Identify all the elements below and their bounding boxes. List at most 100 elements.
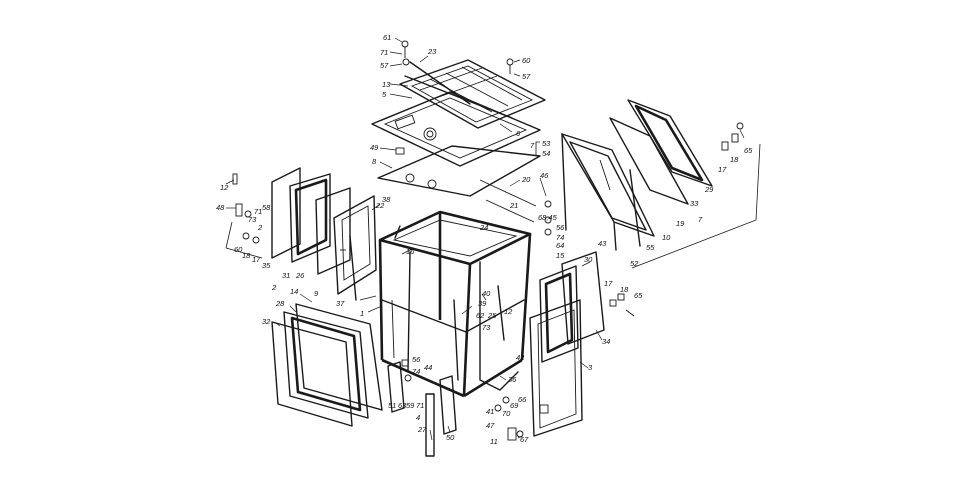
part-label: 59 xyxy=(406,401,415,410)
part-label: 34 xyxy=(602,337,610,346)
part-label: 40 xyxy=(482,289,491,298)
part-label: 56 xyxy=(556,223,565,232)
part-label: 46 xyxy=(540,171,549,180)
part-label: 11 xyxy=(490,437,498,446)
part-label: 36 xyxy=(508,375,517,384)
part-label: 37 xyxy=(336,299,345,308)
part-label: 63 xyxy=(398,401,407,410)
left-door xyxy=(333,195,377,295)
part-label: 14 xyxy=(290,287,298,296)
part-label: 44 xyxy=(424,363,432,372)
part-label: 55 xyxy=(646,243,655,252)
part-label: 71 xyxy=(416,401,424,410)
part-label: 73 xyxy=(248,215,257,224)
part-label: 62 xyxy=(476,311,485,320)
rear-post xyxy=(439,375,457,435)
part-label: 17 xyxy=(718,165,727,174)
part-label: 51 xyxy=(388,401,396,410)
part-label: 48 xyxy=(216,203,225,212)
part-label: 33 xyxy=(690,199,699,208)
part-label: 8 xyxy=(372,157,377,166)
part-label: 41 xyxy=(486,407,494,416)
part-label: 31 xyxy=(282,271,290,280)
part-label: 28 xyxy=(275,299,285,308)
right-bracket-group xyxy=(225,141,761,269)
part-label: 53 xyxy=(542,139,551,148)
leader-lines xyxy=(225,37,745,441)
part-label: 1 xyxy=(360,309,364,318)
part-label: 17 xyxy=(604,279,613,288)
rear-window-seal xyxy=(271,321,353,427)
part-label: 58 xyxy=(262,203,271,212)
part-label: 16 xyxy=(406,247,415,256)
part-label: 18 xyxy=(620,285,629,294)
part-label: 61 xyxy=(383,33,391,42)
cab-frame xyxy=(378,210,532,398)
rear-window-glass xyxy=(295,303,383,411)
rear-glass-frame xyxy=(627,99,713,187)
side-rod xyxy=(349,235,505,381)
part-label: 22 xyxy=(375,201,385,210)
part-label: 68,45 xyxy=(538,213,558,222)
rear-glass-pane xyxy=(609,117,689,205)
part-label: 70 xyxy=(502,409,511,418)
right-door-seal xyxy=(561,251,605,345)
part-label: 15 xyxy=(556,251,565,260)
part-label: 57 xyxy=(380,61,389,70)
part-label: 24 xyxy=(479,223,488,232)
part-label: 38 xyxy=(382,195,391,204)
part-label: 26 xyxy=(295,271,305,280)
part-label: 71 xyxy=(380,48,388,57)
roof-rods xyxy=(404,61,537,223)
part-label: 66 xyxy=(518,395,527,404)
part-label: 50 xyxy=(446,433,455,442)
part-label: 17 xyxy=(252,255,261,264)
left-post xyxy=(425,393,435,457)
part-label: 71 xyxy=(254,207,262,216)
roof-frame-panel xyxy=(371,91,541,167)
part-label: 52 xyxy=(630,259,639,268)
part-label: 2 xyxy=(271,283,277,292)
part-label: 7 xyxy=(530,141,535,150)
roof-base-panel xyxy=(377,145,541,197)
part-label: 67 xyxy=(520,435,529,444)
part-label: 13 xyxy=(382,80,391,89)
part-label: 42 xyxy=(516,353,525,362)
rear-frame-assembly xyxy=(561,133,655,251)
part-label: 23 xyxy=(427,47,437,56)
left-window-pane xyxy=(271,167,301,259)
part-label: 39 xyxy=(478,299,487,308)
part-label: 21 xyxy=(509,201,518,210)
part-label: 69 xyxy=(510,401,519,410)
part-label: 7 xyxy=(698,215,703,224)
part-label: 19 xyxy=(676,219,685,228)
part-label: 49 xyxy=(370,143,379,152)
part-label: 4 xyxy=(416,413,420,422)
part-label: 30 xyxy=(584,255,593,264)
part-label: 54 xyxy=(542,149,550,158)
part-label: 57 xyxy=(522,72,531,81)
part-label: 32 xyxy=(262,317,271,326)
right-door xyxy=(529,299,583,437)
part-label: 65 xyxy=(744,146,753,155)
part-label: 25 xyxy=(487,311,497,320)
part-label: 6 xyxy=(516,129,521,138)
part-label: 18 xyxy=(242,251,251,260)
lower-bracket xyxy=(387,361,405,413)
part-label: 60 xyxy=(234,245,243,254)
part-label: 73 xyxy=(482,323,491,332)
part-label: 35 xyxy=(262,261,271,270)
part-label: 29 xyxy=(704,185,714,194)
part-label: 3 xyxy=(588,363,593,372)
part-label: 60 xyxy=(522,56,531,65)
part-label: 18 xyxy=(730,155,739,164)
left-window-seal xyxy=(315,187,351,275)
fasteners xyxy=(232,40,744,441)
part-label: 12 xyxy=(220,183,229,192)
part-label: 65 xyxy=(634,291,643,300)
part-labels: 61 71 57 23 60 57 13 5 6 7 53 54 49 8 65… xyxy=(216,33,753,446)
part-label: 27 xyxy=(417,425,427,434)
left-window-frame xyxy=(289,173,331,263)
part-label: 74 xyxy=(412,367,420,376)
